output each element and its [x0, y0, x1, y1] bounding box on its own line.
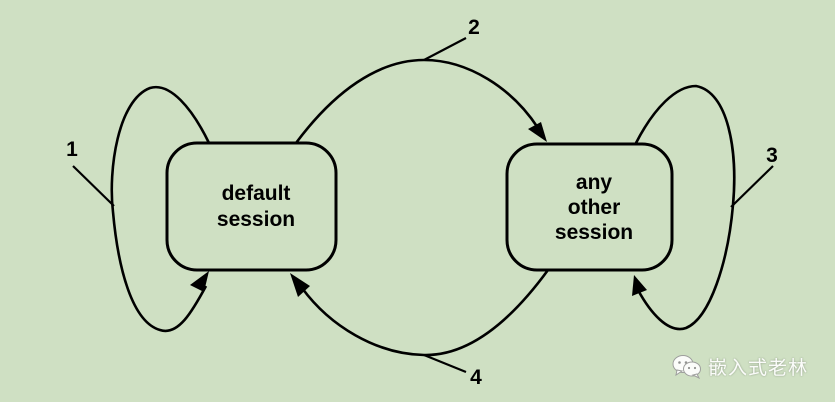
- transition-1-self-loop-default: 1: [66, 85, 211, 333]
- watermark: 嵌入式老林: [672, 352, 808, 380]
- transition-4-leader-line: [423, 353, 467, 374]
- transition-2-leader-line: [423, 37, 467, 61]
- transition-1-label: 1: [66, 138, 78, 161]
- transition-2-edge: [294, 58, 540, 144]
- transition-1-edge: [110, 85, 211, 333]
- transition-4-arrowhead: [290, 273, 310, 297]
- transition-2-default-to-other: 2: [294, 16, 547, 144]
- state-default-session-label-line-2: session: [217, 208, 295, 231]
- transition-2-label: 2: [468, 16, 480, 39]
- state-default-session: default session: [165, 141, 338, 272]
- wechat-icon: [672, 355, 701, 379]
- state-any-other-session-label-line-1: any: [576, 171, 613, 194]
- transition-4-label: 4: [470, 366, 482, 389]
- state-any-other-session-box: [505, 142, 674, 272]
- transition-3-self-loop-other: 3: [632, 84, 778, 331]
- state-default-session-label-line-1: default: [222, 182, 291, 205]
- state-any-other-session-label-line-2: other: [568, 196, 621, 219]
- transition-3-leader-line: [730, 165, 774, 208]
- state-any-other-session-label-line-3: session: [555, 221, 633, 244]
- transition-3-arrowhead: [632, 275, 647, 296]
- state-default-session-box: [165, 141, 338, 272]
- transition-3-label: 3: [766, 144, 778, 167]
- state-any-other-session: any other session: [505, 142, 674, 272]
- transition-2-arrowhead: [528, 122, 547, 142]
- transition-4-edge: [300, 269, 550, 357]
- transition-1-leader-line: [72, 165, 115, 207]
- transition-1-arrowhead: [190, 271, 209, 292]
- transition-4-other-to-default: 4: [290, 269, 550, 389]
- watermark-text: 嵌入式老林: [708, 356, 809, 379]
